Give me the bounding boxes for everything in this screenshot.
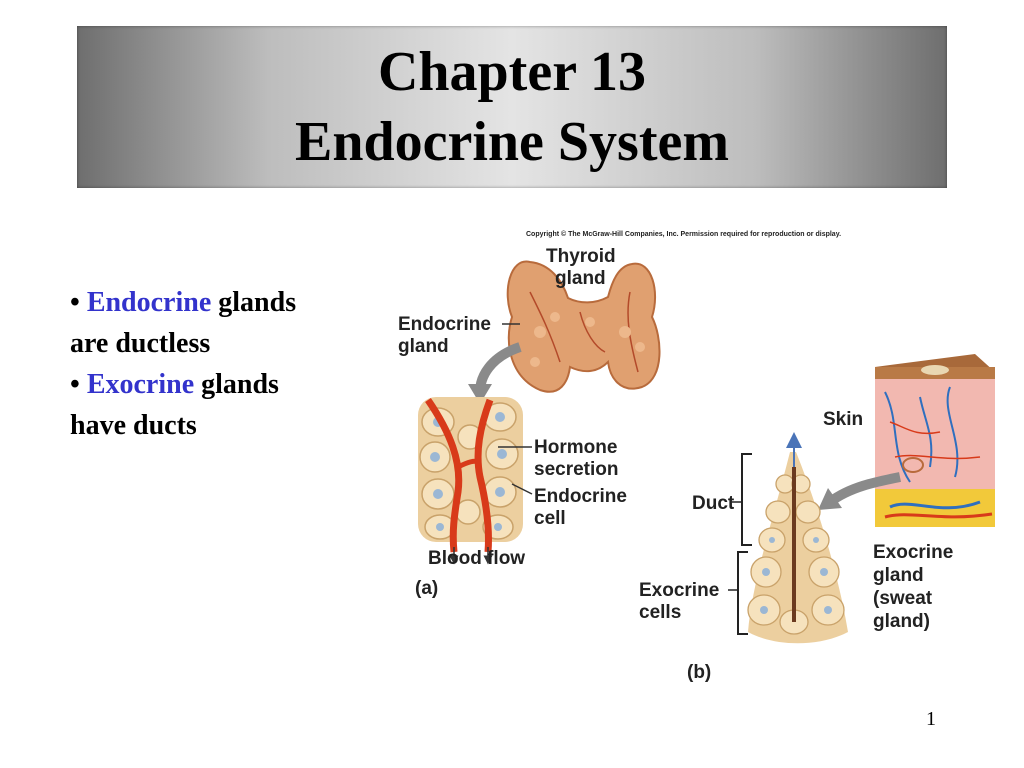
panel-a-label: (a) [415,578,438,599]
copyright-text: Copyright © The McGraw-Hill Companies, I… [526,230,841,238]
exocrine-gland-drawing [747,432,848,644]
slide-title-line-2: Endocrine System [295,111,729,173]
exocrine-cells-label: Exocrine cells [639,580,725,623]
blood-flow-label: Blood flow [428,548,525,569]
slide-title-line-1: Chapter 13 [377,41,647,103]
bullet-item-exocrine: • Exocrine glands have ducts [70,364,370,446]
endocrine-cell-leader [511,483,533,495]
gland-illustration: Copyright © The McGraw-Hill Companies, I… [398,230,995,683]
duct-label: Duct [692,493,735,514]
panel-b-label: (b) [687,662,711,683]
skin-label: Skin [823,409,863,430]
page-number: 1 [926,708,936,730]
duct-bracket [741,453,752,546]
endocrine-cell-label: Endocrine cell [534,486,632,529]
thyroid-label: Thyroid gland [546,246,621,289]
hormone-secretion-label: Hormone secretion [534,437,623,480]
bullet-highlight: Exocrine [86,369,195,400]
bullet-text: glands [211,287,297,318]
endocrine-cells-drawing [418,397,523,565]
thyroid-gland-drawing [506,260,661,393]
skin-block-drawing [875,354,995,527]
title-banner: Chapter 13 Endocrine System [77,26,947,188]
bullet-text-line2: are ductless [70,328,211,359]
exocrine-gland-label: Exocrine gland (sweat gland) [873,542,959,632]
bullet-highlight: Endocrine [86,287,212,318]
bullet-marker: • [70,287,80,318]
zoom-arrow-b [827,472,901,507]
bullet-marker: • [70,369,80,400]
bullet-list: • Endocrine glands are ductless • Exocri… [70,282,370,446]
bullet-item-endocrine: • Endocrine glands are ductless [70,282,370,364]
exocrine-cells-bracket [737,551,748,635]
endocrine-gland-label: Endocrine gland [398,314,496,357]
bullet-text: glands [194,369,279,400]
bullet-text-line2: have ducts [70,410,197,441]
